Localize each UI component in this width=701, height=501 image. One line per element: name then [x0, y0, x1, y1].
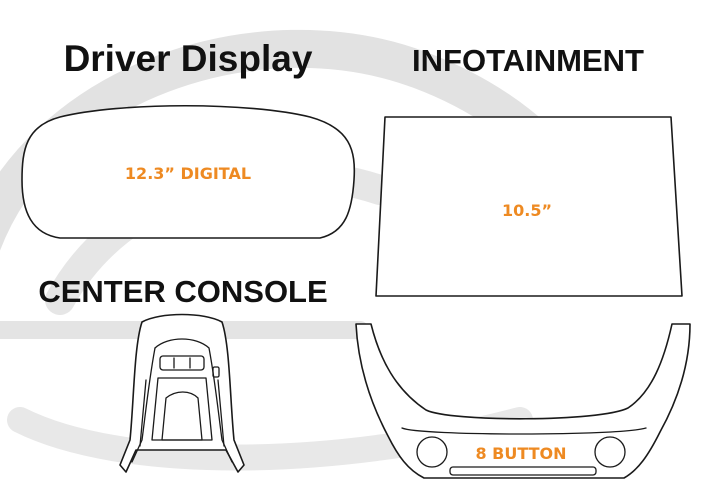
control-panel-inner-edge [401, 427, 647, 435]
infotainment-spec-label: 10.5” [502, 201, 552, 220]
console-mid-panel [151, 377, 213, 441]
driver-display-outline [21, 104, 356, 239]
console-side-lines [139, 379, 225, 447]
console-inner-arch [154, 338, 233, 463]
console-outer-shell [119, 313, 245, 473]
control-knob-left-icon [416, 436, 448, 468]
console-top-vent [159, 355, 205, 371]
infotainment-screen-outline [375, 116, 683, 297]
driver-display-heading: Driver Display [64, 38, 313, 79]
console-vent-dividers [173, 357, 191, 369]
center-console-drawing [119, 313, 245, 473]
control-knob-right-icon [594, 436, 626, 468]
control-button-strip [449, 466, 597, 476]
console-usb-port-icon [212, 366, 220, 378]
control-panel-spec-label: 8 BUTTON [475, 444, 566, 463]
driver-display-spec-label: 12.3” DIGITAL [125, 164, 251, 183]
console-inner-arch-left [131, 347, 156, 463]
center-console-heading: CENTER CONSOLE [38, 274, 327, 309]
control-panel-drawing: 8 BUTTON [355, 323, 691, 479]
console-lower-cup [161, 391, 203, 441]
infotainment-heading: INFOTAINMENT [412, 43, 644, 78]
